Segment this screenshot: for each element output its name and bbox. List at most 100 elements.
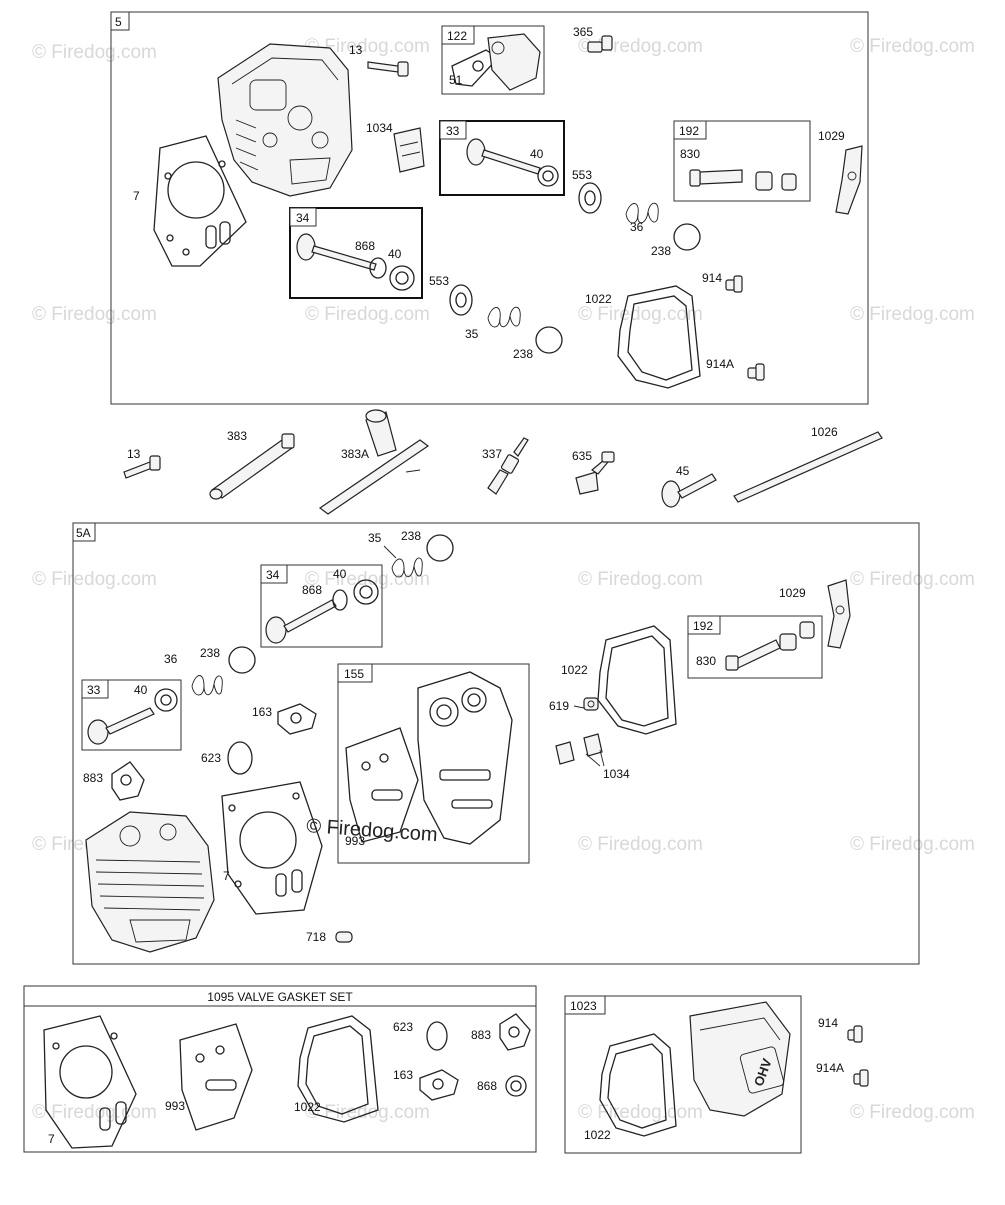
subbox-33-mid xyxy=(81,679,182,751)
part-label: 40 xyxy=(134,683,148,697)
cap-238-part xyxy=(535,326,563,354)
loose-parts-row: 13 383 383A 337 635 45 1026 xyxy=(123,409,883,515)
oring-623-part xyxy=(227,741,253,775)
part-label: 635 xyxy=(572,449,592,463)
part-label: 619 xyxy=(549,699,569,713)
subbox-33-top-label: 33 xyxy=(446,124,460,138)
part-label: 868 xyxy=(355,239,375,253)
pushrod-part xyxy=(733,431,883,503)
part-label: 553 xyxy=(572,168,592,182)
cover-frame xyxy=(564,995,802,1154)
plate-1034-part xyxy=(393,127,425,173)
gasket-set-frame xyxy=(23,985,537,1153)
retainer-553-part xyxy=(449,284,473,316)
part-label: 914A xyxy=(816,1061,844,1075)
part-label: 51 xyxy=(449,73,463,87)
cylinder-head-part xyxy=(217,43,353,197)
screw-914-part xyxy=(847,1025,863,1043)
section-5a: 5A 34 33 155 192 xyxy=(72,522,920,965)
watermark: © Firedog.com xyxy=(578,569,703,590)
oring-623-part xyxy=(426,1021,448,1051)
part-label: 13 xyxy=(349,43,363,57)
pin-718-part xyxy=(335,931,353,943)
rocker-arm-part xyxy=(827,579,851,649)
subbox-34-top xyxy=(289,207,423,299)
cover-gasket-part xyxy=(597,625,677,735)
gasket-163-part xyxy=(419,1069,459,1101)
leader-line xyxy=(573,705,605,767)
part-label: 163 xyxy=(393,1068,413,1082)
seal-868-inner xyxy=(510,1080,522,1092)
watermark: © Firedog.com xyxy=(850,304,975,325)
exhaust-valve-part xyxy=(466,138,559,187)
part-label: 1022 xyxy=(294,1100,321,1114)
subbox-192-mid-tag xyxy=(687,615,721,635)
clip-1034-part xyxy=(555,733,603,765)
valve-cover-section: 1023 OHV 1022 914 914A xyxy=(564,995,869,1154)
gasket-883-hole xyxy=(508,1026,520,1038)
rocker-stud-part xyxy=(689,169,797,191)
part-label: 993 xyxy=(165,1099,185,1113)
subbox-155-tag xyxy=(337,663,373,683)
part-label: 238 xyxy=(401,529,421,543)
spring-35-part xyxy=(487,306,521,328)
part-label: 718 xyxy=(306,930,326,944)
subbox-122 xyxy=(441,25,545,95)
part-label: 1026 xyxy=(811,425,838,439)
cover-tag xyxy=(564,995,606,1015)
part-label: 40 xyxy=(333,567,347,581)
spring-36-part xyxy=(625,202,659,224)
part-label: 238 xyxy=(651,244,671,258)
gasket-883-part xyxy=(499,1013,531,1051)
part-label: 1029 xyxy=(779,586,806,600)
cover-gasket-inner xyxy=(605,635,669,727)
screw-914a-part xyxy=(853,1069,869,1087)
part-label: 383 xyxy=(227,429,247,443)
subbox-33-mid-label: 33 xyxy=(87,683,101,697)
watermark: © Firedog.com xyxy=(850,36,975,57)
head-gasket-part xyxy=(153,135,247,267)
breather-part xyxy=(451,33,541,91)
part-label: 914 xyxy=(818,1016,838,1030)
part-label: 914A xyxy=(706,357,734,371)
cover-gasket-inner xyxy=(627,295,693,381)
part-label: 883 xyxy=(83,771,103,785)
part-label: 40 xyxy=(388,247,402,261)
section-5-tag xyxy=(110,11,130,31)
section-5a-frame xyxy=(72,522,920,965)
watermark: © Firedog.com xyxy=(305,36,430,57)
valve-cover-part: OHV xyxy=(689,1001,791,1117)
cap-238-part xyxy=(673,223,701,251)
part-label: 868 xyxy=(477,1079,497,1093)
subbox-34-top-label: 34 xyxy=(296,211,310,225)
screw-365-part xyxy=(587,35,613,53)
watermark: © Firedog.com xyxy=(850,569,975,590)
part-label: 1034 xyxy=(603,767,630,781)
part-label: 623 xyxy=(201,751,221,765)
subbox-122-label: 122 xyxy=(447,29,467,43)
watermark: © Firedog.com xyxy=(578,304,703,325)
part-label: 7 xyxy=(48,1132,55,1146)
subbox-192-top-label: 192 xyxy=(679,124,699,138)
valve-gasket-set-section: 1095 VALVE GASKET SET 7 993 1022 623 883… xyxy=(23,985,537,1153)
part-label: 623 xyxy=(393,1020,413,1034)
exhaust-valve-part xyxy=(87,688,178,745)
gasket-set-header xyxy=(23,985,537,1007)
part-label: 1022 xyxy=(561,663,588,677)
cylinder-head-part xyxy=(85,811,215,953)
watermark: © Firedog.com xyxy=(578,1102,703,1123)
subbox-34-mid-label: 34 xyxy=(266,568,280,582)
subbox-34-mid xyxy=(260,564,383,648)
part-label: 238 xyxy=(513,347,533,361)
subbox-192-top-tag xyxy=(673,120,707,140)
cover-gasket-part xyxy=(617,285,701,389)
gasket-set-title: 1095 VALVE GASKET SET xyxy=(207,990,353,1004)
part-label: 163 xyxy=(252,705,272,719)
part-label: 40 xyxy=(530,147,544,161)
part-label: 1034 xyxy=(366,121,393,135)
section-5a-tag xyxy=(72,522,96,542)
spark-plug-part xyxy=(487,437,529,495)
section-5: 5 122 33 192 34 xyxy=(110,11,869,405)
part-label: 238 xyxy=(200,646,220,660)
